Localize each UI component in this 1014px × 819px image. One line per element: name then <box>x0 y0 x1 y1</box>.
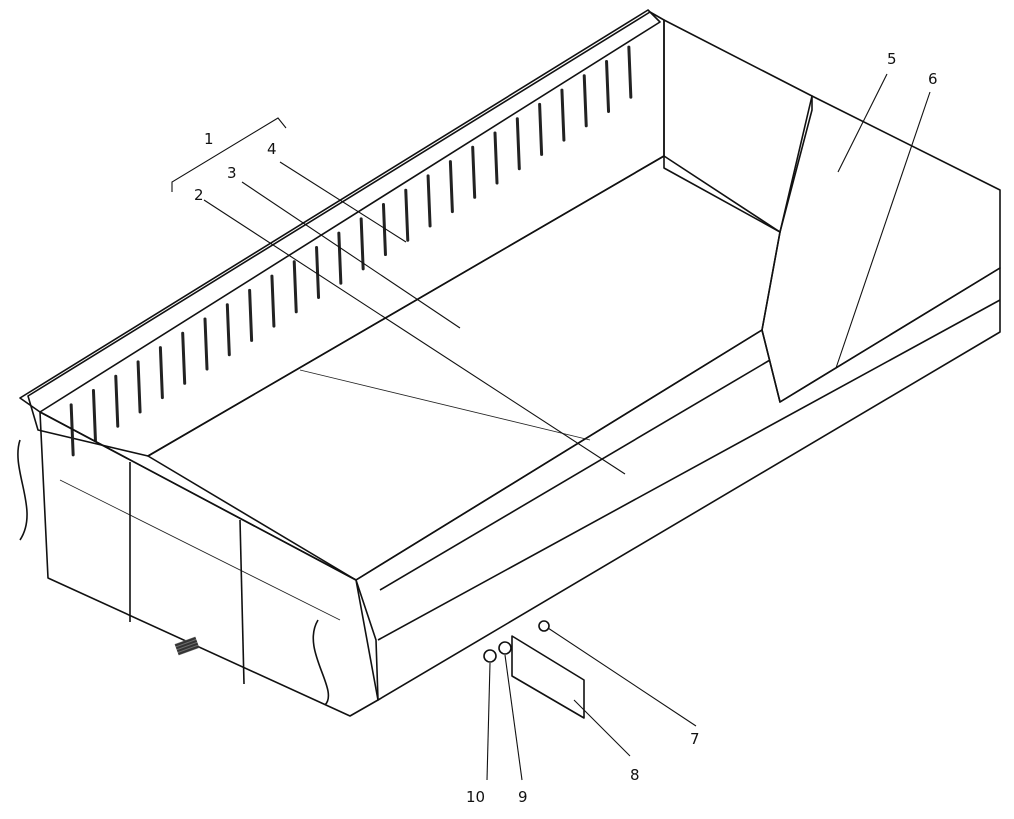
callout-labels: 1 2 3 4 5 6 7 8 9 10 <box>194 50 938 806</box>
side-wall-rib <box>337 231 343 285</box>
side-wall-rib <box>359 217 365 271</box>
leader-4 <box>279 161 407 243</box>
side-wall-rib <box>181 331 187 385</box>
callout-10: 10 <box>466 788 485 806</box>
side-wall-rib <box>560 88 566 142</box>
tailgate-hinges <box>17 439 330 706</box>
callout-7: 7 <box>690 730 700 748</box>
side-wall-rib <box>270 274 276 328</box>
leader-7 <box>547 627 697 727</box>
front-wall <box>663 19 813 233</box>
callout-5: 5 <box>887 50 897 68</box>
side-wall-rib <box>493 131 499 185</box>
leader-3 <box>241 181 461 329</box>
side-wall-rib <box>91 389 97 443</box>
washer <box>498 641 512 655</box>
side-wall-rib <box>471 145 477 199</box>
nut <box>483 649 497 663</box>
tow-hook <box>174 636 200 656</box>
tarpaulin-cover <box>761 95 1001 403</box>
bracket-1 <box>171 117 287 192</box>
side-wall-rib <box>158 346 164 400</box>
callout-8: 8 <box>630 766 640 784</box>
side-wall-rib <box>448 160 454 214</box>
side-wall-ribs <box>69 45 633 457</box>
side-wall-rib <box>292 260 298 314</box>
side-wall-rib <box>404 188 410 242</box>
side-wall-rib <box>225 303 231 357</box>
callout-6: 6 <box>928 70 938 88</box>
side-wall-rib <box>315 245 321 299</box>
leader-lines <box>171 73 931 781</box>
side-wall-rib <box>605 59 611 113</box>
leader-2 <box>203 199 626 475</box>
leader-6 <box>835 91 931 369</box>
leader-5 <box>837 73 888 173</box>
fasteners <box>483 620 550 663</box>
side-wall-rib <box>136 360 142 414</box>
callout-1: 1 <box>204 130 214 148</box>
leader-10 <box>486 662 491 781</box>
left-side-wall <box>19 9 665 457</box>
side-wall-rib <box>248 288 254 342</box>
side-wall-rib <box>426 174 432 228</box>
callout-4: 4 <box>267 140 277 158</box>
leader-9 <box>504 654 523 781</box>
bolt <box>538 620 550 632</box>
right-side-wall <box>355 267 1001 701</box>
tailgate <box>39 411 379 717</box>
side-wall-rib <box>203 317 209 371</box>
cargo-floor <box>147 155 781 581</box>
side-wall-rib <box>515 117 521 171</box>
leader-8 <box>573 699 631 757</box>
side-wall-rib <box>582 74 588 128</box>
callout-3: 3 <box>227 164 237 182</box>
side-wall-rib <box>627 45 633 99</box>
callout-2: 2 <box>194 186 204 204</box>
side-wall-rib <box>381 203 387 257</box>
side-wall-rib <box>114 374 120 428</box>
mud-flap <box>511 635 585 719</box>
side-wall-rib <box>538 102 544 156</box>
callout-9: 9 <box>518 788 528 806</box>
